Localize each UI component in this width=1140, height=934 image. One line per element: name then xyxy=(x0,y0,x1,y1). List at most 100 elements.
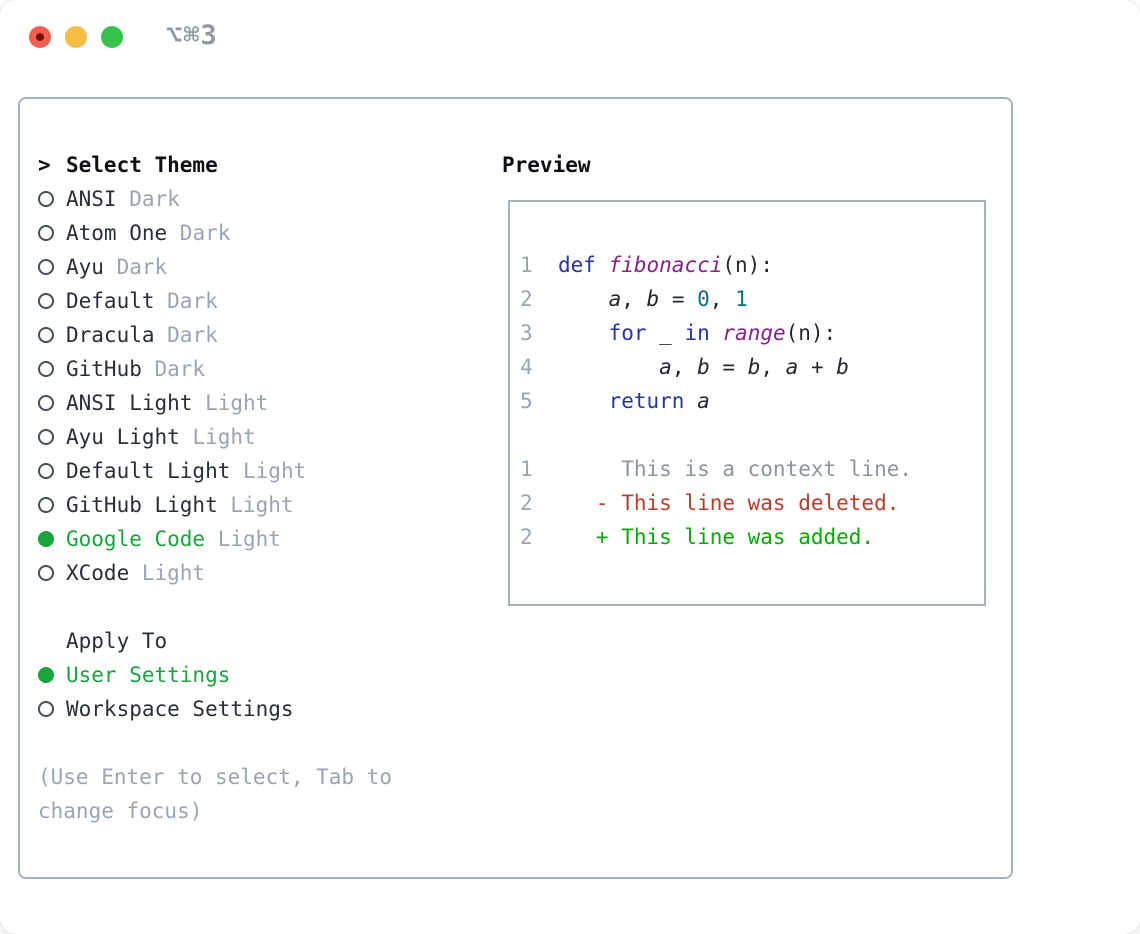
close-button[interactable] xyxy=(29,26,51,48)
radio-unselected-icon xyxy=(38,429,54,445)
item-variant: Dark xyxy=(154,323,218,347)
item-variant: Light xyxy=(217,493,294,517)
radio-unselected-icon xyxy=(38,259,54,275)
token-pl: _ xyxy=(646,321,685,345)
item-label: GitHub Light xyxy=(66,493,218,517)
token-pl xyxy=(558,287,609,311)
code-line: 2 a, b = 0, 1 xyxy=(520,282,984,316)
zoom-button[interactable] xyxy=(101,26,123,48)
token-num: 0 xyxy=(697,287,710,311)
line-number: 2 xyxy=(520,491,533,515)
code-line: 3 for _ in range(n): xyxy=(520,316,984,350)
token-pl: , xyxy=(760,355,786,379)
token-pl: , xyxy=(671,355,698,379)
item-label: GitHub xyxy=(66,357,142,381)
radio-unselected-icon xyxy=(38,361,54,377)
theme-option-github[interactable]: GitHub Dark xyxy=(38,352,488,386)
line-number: 1 xyxy=(520,253,533,277)
token-var: a xyxy=(659,355,672,379)
select-theme-title: Select Theme xyxy=(66,153,218,177)
item-label: Workspace Settings xyxy=(66,697,294,721)
apply-option-workspace-settings[interactable]: Workspace Settings xyxy=(38,692,488,726)
theme-option-dracula[interactable]: Dracula Dark xyxy=(38,318,488,352)
code-line: 1 This is a context line. xyxy=(520,452,984,486)
radio-unselected-icon xyxy=(38,463,54,479)
item-label: Google Code xyxy=(66,527,206,551)
token-pl: = xyxy=(659,287,698,311)
token-var: b xyxy=(646,287,660,311)
window-title: ⌥⌘3 xyxy=(166,20,218,51)
item-variant: Dark xyxy=(116,187,180,211)
radio-unselected-icon xyxy=(38,225,54,241)
token-pl xyxy=(558,355,659,379)
line-number: 1 xyxy=(520,457,533,481)
radio-unselected-icon xyxy=(38,293,54,309)
item-label: Dracula xyxy=(66,323,155,347)
item-label: ANSI Light xyxy=(66,391,193,415)
radio-selected-icon xyxy=(38,667,54,683)
item-label: XCode xyxy=(66,561,130,585)
token-kw: in xyxy=(684,321,710,345)
theme-option-ansi-light[interactable]: ANSI Light Light xyxy=(38,386,488,420)
radio-unselected-icon xyxy=(38,565,54,581)
token-fn: range xyxy=(722,321,786,345)
token-pl: = xyxy=(709,355,748,379)
code-line: 2 + This line was added. xyxy=(520,520,984,554)
theme-option-xcode[interactable]: XCode Light xyxy=(38,556,488,590)
theme-option-default[interactable]: Default Dark xyxy=(38,284,488,318)
theme-option-atom-one[interactable]: Atom One Dark xyxy=(38,216,488,250)
apply-option-user-settings[interactable]: User Settings xyxy=(38,658,488,692)
token-ctx: This is a context line. xyxy=(558,457,913,481)
item-variant: Light xyxy=(192,391,269,415)
token-kw: for xyxy=(608,321,647,345)
item-variant: Light xyxy=(230,459,307,483)
token-kw: return xyxy=(608,389,685,413)
item-label: User Settings xyxy=(66,663,231,687)
line-number: 4 xyxy=(520,355,533,379)
radio-selected-icon xyxy=(38,531,54,547)
token-var: a xyxy=(697,389,710,413)
token-var: b xyxy=(697,355,710,379)
token-var: b xyxy=(747,355,761,379)
token-fn: fibonacci xyxy=(608,253,723,277)
item-variant: Light xyxy=(179,425,256,449)
token-pl xyxy=(684,389,697,413)
token-pl xyxy=(596,253,609,277)
theme-option-ayu-light[interactable]: Ayu Light Light xyxy=(38,420,488,454)
token-pl: , xyxy=(621,287,647,311)
theme-option-default-light[interactable]: Default Light Light xyxy=(38,454,488,488)
item-variant: Dark xyxy=(154,289,218,313)
token-pl: (n): xyxy=(785,321,837,345)
token-pl xyxy=(710,321,723,345)
minimize-button[interactable] xyxy=(65,26,87,48)
token-var: a xyxy=(785,355,799,379)
token-add: + This line was added. xyxy=(558,525,875,549)
line-number: 3 xyxy=(520,321,533,345)
code-line: 4 a, b = b, a + b xyxy=(520,350,984,384)
theme-option-google-code[interactable]: Google Code Light xyxy=(38,522,488,556)
item-variant: Dark xyxy=(141,357,206,381)
token-var: a xyxy=(608,287,622,311)
theme-option-github-light[interactable]: GitHub Light Light xyxy=(38,488,488,522)
radio-unselected-icon xyxy=(38,497,54,513)
code-line: 5 return a xyxy=(520,384,984,418)
code-line: 1 def fibonacci(n): xyxy=(520,248,984,282)
radio-unselected-icon xyxy=(38,191,54,207)
token-kw: def xyxy=(558,253,596,277)
item-label: Atom One xyxy=(66,221,168,245)
theme-option-ayu[interactable]: Ayu Dark xyxy=(38,250,488,284)
radio-unselected-icon xyxy=(38,395,54,411)
radio-unselected-icon xyxy=(38,327,54,343)
item-label: Ayu xyxy=(66,255,104,279)
token-pl xyxy=(558,389,609,413)
select-theme-header: > Select Theme xyxy=(38,148,488,182)
token-pl: (n): xyxy=(722,253,773,277)
item-label: Default xyxy=(66,289,155,313)
theme-option-ansi[interactable]: ANSI Dark xyxy=(38,182,488,216)
item-label: Ayu Light xyxy=(66,425,180,449)
